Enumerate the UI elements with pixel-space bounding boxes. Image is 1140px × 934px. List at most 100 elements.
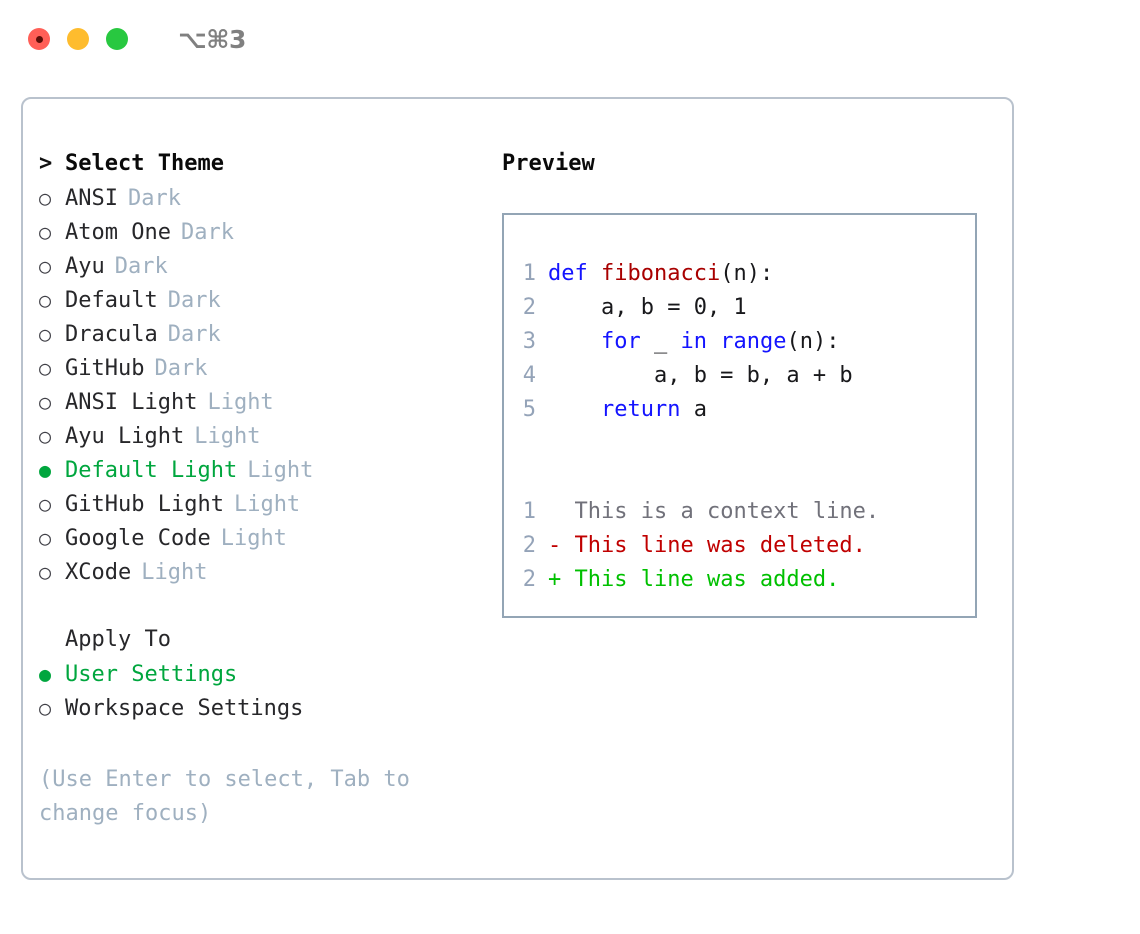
radio-icon-selected[interactable]: ● (39, 458, 52, 482)
code-blank-line (504, 427, 975, 461)
theme-category-tag: Light (194, 424, 261, 449)
theme-category-tag: Dark (127, 186, 181, 211)
theme-list-item-github-light[interactable]: ○ GitHub Light Light (39, 487, 479, 521)
radio-icon[interactable]: ○ (39, 560, 52, 584)
theme-category-tag: Light (233, 492, 301, 517)
code-token-keyword: in (680, 329, 707, 354)
code-token-plain (548, 329, 601, 354)
radio-icon[interactable]: ○ (39, 322, 52, 346)
theme-category-tag: Light (141, 560, 208, 585)
maximize-button[interactable] (106, 28, 128, 50)
radio-icon[interactable]: ○ (39, 288, 52, 312)
diff-marker: + (548, 567, 562, 592)
line-number: 5 (522, 397, 536, 422)
line-number: 1 (522, 261, 536, 286)
theme-list-item-ayu-dark[interactable]: ○ Ayu Dark (39, 249, 479, 283)
theme-name: Default Light (65, 458, 238, 483)
theme-list-item-atom-one-dark[interactable]: ○ Atom One Dark (39, 215, 479, 249)
code-line: 2 a, b = 0, 1 (504, 291, 975, 325)
apply-to-option-label: User Settings (65, 662, 238, 687)
theme-name: GitHub (65, 356, 145, 381)
radio-icon[interactable]: ○ (39, 696, 52, 720)
theme-name: Dracula (65, 322, 158, 347)
radio-icon[interactable]: ○ (39, 186, 52, 210)
caret-icon: > (39, 151, 53, 176)
code-content: for _ in range(n): (548, 325, 839, 359)
line-number: 1 (522, 499, 536, 524)
code-content: return a (548, 393, 707, 427)
theme-category-tag: Dark (167, 322, 221, 347)
theme-category-tag: Light (247, 458, 314, 483)
theme-list-item-ansi-light[interactable]: ○ ANSI Light Light (39, 385, 479, 419)
apply-to-option-user-settings[interactable]: ● User Settings (39, 657, 479, 691)
diff-text: This line was added. (561, 563, 840, 597)
code-line: 1 def fibonacci(n): (504, 257, 975, 291)
diff-text-value: This is a context line. (574, 499, 880, 524)
theme-category-tag: Dark (114, 254, 168, 279)
code-line: 4 a, b = b, a + b (504, 359, 975, 393)
code-token-builtin: range (720, 329, 787, 354)
theme-name: Ayu Light (65, 424, 185, 449)
radio-icon[interactable]: ○ (39, 220, 52, 244)
minimize-button[interactable] (67, 28, 89, 50)
apply-to-section-label: Apply To (39, 623, 479, 657)
code-token-plain: a, b = b, a + b (548, 363, 853, 388)
theme-list-item-google-code[interactable]: ○ Google Code Light (39, 521, 479, 555)
radio-icon[interactable]: ○ (39, 390, 52, 414)
radio-icon[interactable]: ○ (39, 424, 52, 448)
theme-list-item-ansi-dark[interactable]: ○ ANSI Dark (39, 181, 479, 215)
preview-panel: 1 def fibonacci(n): 2 a, b = 0, 1 3 for … (502, 213, 977, 618)
code-token-keyword: return (600, 397, 681, 422)
theme-name: ANSI (65, 186, 118, 211)
title-bar: ⌥⌘3 (0, 0, 1140, 78)
theme-name: Atom One (65, 220, 171, 245)
radio-icon[interactable]: ○ (39, 356, 52, 380)
code-line: 5 return a (504, 393, 975, 427)
preview-panel-container: Preview 1 def fibonacci(n): 2 a, b = 0, … (502, 147, 982, 618)
radio-icon[interactable]: ○ (39, 492, 52, 516)
theme-category-tag: Dark (154, 356, 208, 381)
line-number: 2 (522, 295, 536, 320)
code-line: 3 for _ in range(n): (504, 325, 975, 359)
close-button[interactable] (28, 28, 50, 50)
code-token-plain: _ (640, 329, 681, 354)
theme-category-tag: Dark (167, 288, 221, 313)
theme-list-item-default-light[interactable]: ● Default Light Light (39, 453, 479, 487)
line-number: 2 (522, 533, 536, 558)
diff-marker: - (548, 533, 562, 558)
list-spacer (39, 589, 479, 623)
theme-list-item-ayu-light[interactable]: ○ Ayu Light Light (39, 419, 479, 453)
diff-marker (548, 495, 561, 529)
radio-icon[interactable]: ○ (39, 254, 52, 278)
window-controls (28, 28, 128, 50)
code-token-keyword: for (600, 329, 641, 354)
code-token-keyword: def (548, 261, 601, 286)
theme-list-item-dracula-dark[interactable]: ○ Dracula Dark (39, 317, 479, 351)
theme-list-item-github-dark[interactable]: ○ GitHub Dark (39, 351, 479, 385)
diff-line-context: 1 This is a context line. (504, 495, 975, 529)
theme-name: GitHub Light (65, 492, 224, 517)
code-token-plain: (n): (786, 329, 840, 354)
code-token-plain: a (680, 397, 707, 422)
code-content: a, b = b, a + b (548, 359, 853, 393)
code-token-plain (707, 329, 720, 354)
theme-category-tag: Light (207, 390, 274, 415)
theme-list-item-default-dark[interactable]: ○ Default Dark (39, 283, 479, 317)
theme-name: Google Code (65, 526, 211, 551)
radio-icon-selected[interactable]: ● (39, 662, 52, 686)
diff-line-added: 2 + This line was added. (504, 563, 975, 597)
theme-category-tag: Light (220, 526, 287, 551)
main-card: > Select Theme ○ ANSI Dark ○ Atom One Da… (21, 97, 1014, 880)
theme-picker-header: > Select Theme (39, 147, 479, 181)
code-token-function: fibonacci (600, 261, 721, 286)
apply-to-option-label: Workspace Settings (65, 696, 304, 721)
theme-name: ANSI Light (65, 390, 198, 415)
theme-name: Default (65, 288, 158, 313)
apply-to-option-workspace-settings[interactable]: ○ Workspace Settings (39, 691, 479, 725)
theme-category-tag: Dark (180, 220, 234, 245)
theme-list-item-xcode[interactable]: ○ XCode Light (39, 555, 479, 589)
preview-title: Preview (502, 151, 595, 176)
radio-icon[interactable]: ○ (39, 526, 52, 550)
code-token-plain: (n): (720, 261, 774, 286)
code-blank-line (504, 461, 975, 495)
